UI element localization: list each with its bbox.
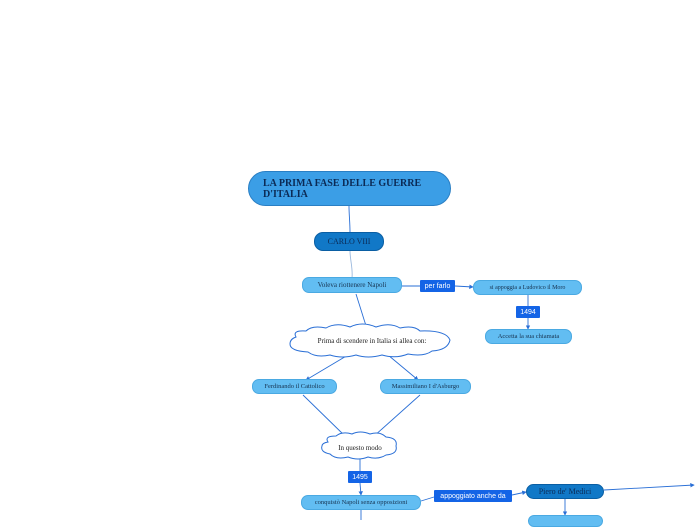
node-piero-medici[interactable]: Piero de' Medici [526, 484, 604, 499]
node-voleva-napoli[interactable]: Voleva riottenere Napoli [302, 277, 402, 293]
node-ferdinando[interactable]: Ferdinando il Cattolico [252, 379, 337, 394]
node-piero-child-partial[interactable] [528, 515, 603, 527]
connector-carlo-voleva [349, 250, 353, 279]
label-1495: 1495 [348, 471, 372, 483]
connector-pertag-appoggia [454, 284, 474, 290]
node-in-questo-modo[interactable]: In questo modo [338, 444, 382, 452]
connector-piero-offscreen [603, 482, 695, 491]
node-massimiliano[interactable]: Massimiliano I d'Asburgo [380, 379, 471, 394]
cloud-modo [321, 431, 397, 460]
node-prima-scendere[interactable]: Prima di scendere in Italia si allea con… [317, 337, 427, 345]
label-1494: 1494 [516, 306, 540, 318]
connector-appoggiato-piero [511, 490, 527, 496]
title-node[interactable]: LA PRIMA FASE DELLE GUERRE D'ITALIA [248, 171, 451, 206]
connector-prima-ferdinando [305, 354, 349, 381]
connector-1495-conquisto [358, 482, 363, 496]
node-conquisto-napoli[interactable]: conquistò Napoli senza opposizioni [301, 495, 421, 510]
label-per-farlo: per farlo [420, 280, 455, 292]
connector-massimiliano-modo [372, 394, 421, 438]
connector-prima-massimiliano [387, 354, 419, 381]
connector-title-carlo [348, 205, 351, 233]
connector-ferdinando-modo [302, 394, 347, 438]
cloud-prima [289, 323, 451, 358]
connector-conquisto-appoggiato [420, 496, 435, 502]
node-accetta-chiamata[interactable]: Accetta la sua chiamata [485, 329, 572, 344]
node-appoggia-ludovico[interactable]: si appoggia a Ludovico il Moro [473, 280, 582, 295]
node-carlo-viii[interactable]: CARLO VIII [314, 232, 384, 251]
connector-voleva-prima [355, 293, 369, 330]
label-appoggiato-anche-da: appoggiato anche da [434, 490, 512, 502]
